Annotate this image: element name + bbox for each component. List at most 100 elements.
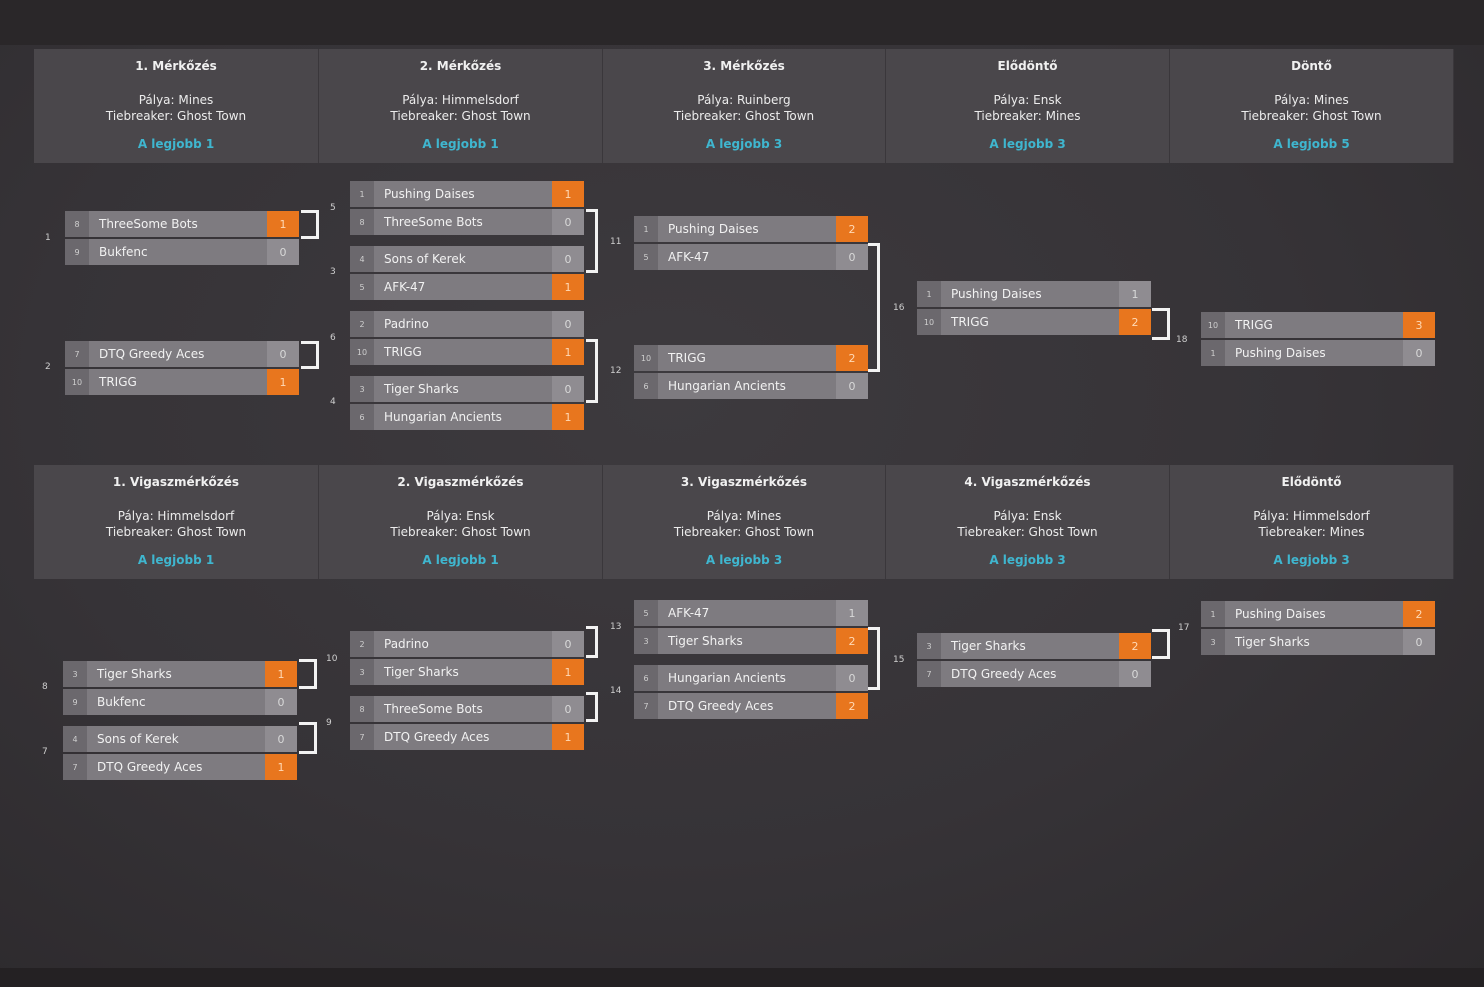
team-score: 2	[836, 216, 868, 242]
screen-bottom-edge	[0, 968, 1484, 987]
match-number-label: 10	[326, 654, 338, 664]
round-best-of: A legjobb 1	[422, 137, 499, 151]
match-number-label: 12	[610, 366, 622, 376]
team-name: Bukfenc	[99, 245, 148, 259]
screen-top-edge	[0, 0, 1484, 45]
team-row[interactable]: 1 Pushing Daises 2	[634, 216, 868, 242]
team-score: 2	[836, 345, 868, 371]
round-tiebreaker: Tiebreaker: Ghost Town	[1241, 109, 1382, 123]
team-score: 1	[265, 754, 297, 780]
round-best-of: A legjobb 1	[422, 553, 499, 567]
team-name: ThreeSome Bots	[384, 215, 483, 229]
team-seed: 2	[350, 631, 374, 657]
team-name: ThreeSome Bots	[99, 217, 198, 231]
round-map: Pálya: Himmelsdorf	[1253, 509, 1370, 523]
team-seed: 7	[917, 661, 941, 687]
team-name: Pushing Daises	[384, 187, 475, 201]
match-number-label: 1	[45, 233, 51, 243]
team-score: 1	[265, 661, 297, 687]
team-name: DTQ Greedy Aces	[97, 760, 203, 774]
team-seed: 8	[350, 209, 374, 235]
round-best-of: A legjobb 1	[137, 553, 215, 567]
team-score: 1	[552, 404, 584, 430]
team-seed: 3	[634, 628, 658, 654]
match-number-label: 2	[45, 362, 51, 372]
team-seed: 6	[634, 373, 658, 399]
team-name: Tiger Sharks	[384, 382, 459, 396]
team-seed: 1	[1201, 340, 1225, 366]
round-title: 1. Vigaszmérkőzés	[112, 475, 240, 489]
team-score: 2	[836, 628, 868, 654]
team-seed: 10	[65, 369, 89, 395]
round-tiebreaker: Tiebreaker: Ghost Town	[957, 525, 1098, 539]
team-name: Pushing Daises	[668, 222, 759, 236]
match-number-label: 7	[42, 747, 48, 757]
round-best-of: A legjobb 3	[989, 137, 1066, 151]
bracket-connector	[299, 722, 317, 754]
team-score: 0	[265, 726, 297, 752]
match-number-label: 4	[330, 397, 336, 407]
match-number-label: 5	[330, 203, 336, 213]
team-seed: 7	[634, 693, 658, 719]
team-seed: 1	[634, 216, 658, 242]
round-map: Pálya: Mines	[1274, 93, 1349, 107]
team-seed: 3	[350, 376, 374, 402]
round-title: 2. Vigaszmérkőzés	[397, 475, 524, 489]
match-number-label: 16	[893, 303, 905, 313]
round-title: 4. Vigaszmérkőzés	[964, 475, 1091, 489]
